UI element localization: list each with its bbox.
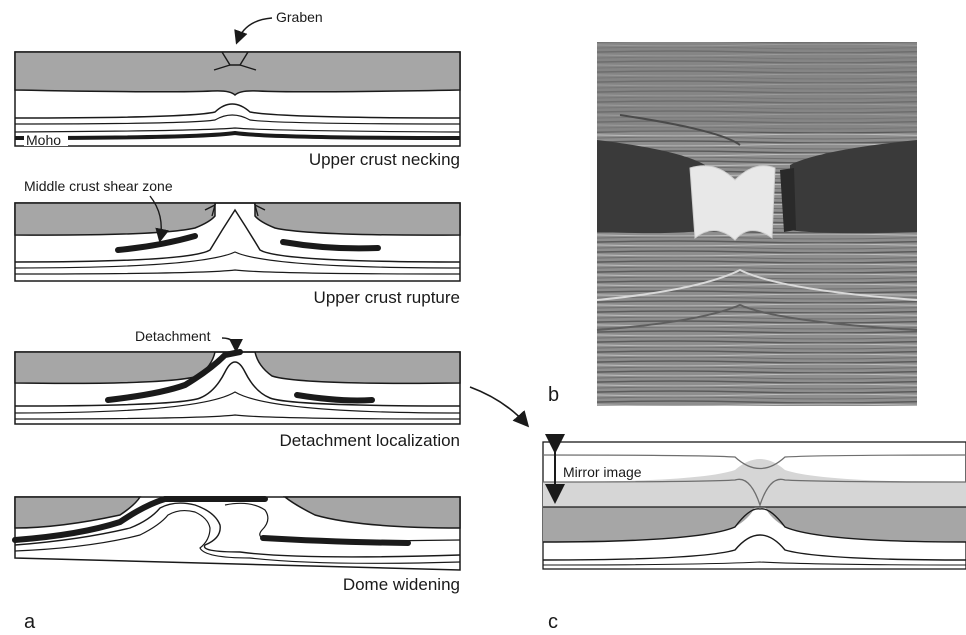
stage-rupture: Middle crust shear zone Upper crust rupt… — [15, 178, 460, 307]
caption-detachment: Detachment localization — [280, 431, 460, 450]
stage-necking: Graben Moho Upper crust necking — [15, 9, 460, 169]
stage-dome-widening: Dome widening — [15, 497, 460, 594]
caption-dome-widening: Dome widening — [343, 575, 460, 594]
detachment-label: Detachment — [135, 328, 211, 344]
link-arrow — [470, 387, 527, 425]
panel-c: Mirror image c — [543, 442, 966, 633]
panel-letter-c: c — [548, 611, 558, 633]
panel-letter-a: a — [24, 611, 36, 633]
stage-detachment: Detachment Detachment localization — [15, 328, 460, 450]
moho-label: Moho — [26, 132, 61, 148]
panel-a: Graben Moho Upper crust necking Middle c… — [15, 9, 460, 633]
caption-rupture: Upper crust rupture — [314, 288, 460, 307]
graben-label: Graben — [276, 9, 323, 25]
graben-arrow — [237, 18, 272, 42]
caption-necking: Upper crust necking — [309, 150, 460, 169]
shear-zone-label: Middle crust shear zone — [24, 178, 173, 194]
panel-b: b — [548, 42, 917, 406]
upper-crust-layer — [15, 52, 460, 95]
detachment-arrow — [222, 338, 236, 350]
panel-letter-b: b — [548, 384, 559, 406]
mirror-label: Mirror image — [563, 464, 642, 480]
